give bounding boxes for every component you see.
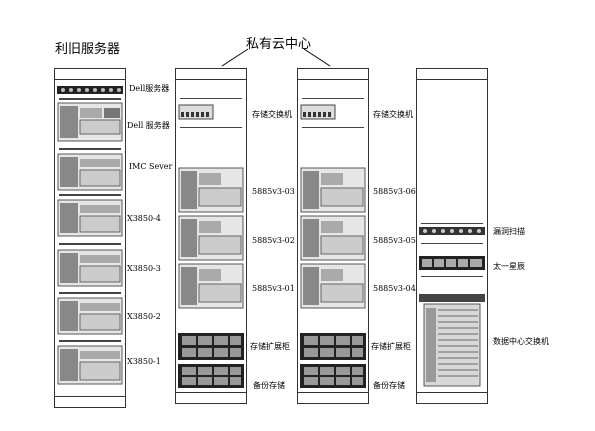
label-storage-switch-a: 存储交换机	[252, 110, 292, 119]
rack-private-cloud-a-devices	[178, 98, 244, 388]
label-datacenter-switch: 数据中心交换机	[493, 337, 549, 346]
label-x3850-1: X3850-1	[127, 357, 161, 366]
label-5885v3-01: 5885v3-01	[252, 284, 295, 293]
label-x3850-2: X3850-2	[127, 312, 161, 321]
private-cloud-title: 私有云中心	[246, 37, 312, 52]
label-dell-server-1: Dell服务器	[129, 84, 170, 93]
label-5885v3-04: 5885v3-04	[373, 284, 416, 293]
server-dell-2	[57, 102, 123, 142]
label-5885v3-03: 5885v3-03	[252, 187, 295, 196]
label-vulnerability-scanner: 漏洞扫描	[493, 227, 525, 236]
legacy-servers-title: 利旧服务器	[55, 42, 121, 57]
label-storage-expansion-a: 存储扩展柜	[250, 342, 290, 351]
label-5885v3-05: 5885v3-05	[373, 236, 416, 245]
rack-legacy-devices	[57, 86, 123, 385]
label-x3850-4: X3850-4	[127, 214, 161, 223]
label-5885v3-06: 5885v3-06	[373, 187, 416, 196]
label-taiyi-xingchen: 太一星辰	[493, 262, 525, 271]
label-storage-expansion-b: 存储扩展柜	[371, 342, 411, 351]
label-backup-storage-b: 备份存储	[373, 381, 405, 390]
label-backup-storage-a: 备份存储	[253, 381, 285, 390]
label-dell-server-2: Dell 服务器	[127, 121, 170, 130]
label-x3850-3: X3850-3	[127, 264, 161, 273]
rack-private-cloud-b-devices	[300, 98, 366, 388]
label-imc-server: IMC Sever	[129, 162, 173, 171]
label-5885v3-02: 5885v3-02	[252, 236, 295, 245]
rack-datacenter-network-devices	[419, 223, 485, 387]
label-storage-switch-b: 存储交换机	[373, 110, 413, 119]
